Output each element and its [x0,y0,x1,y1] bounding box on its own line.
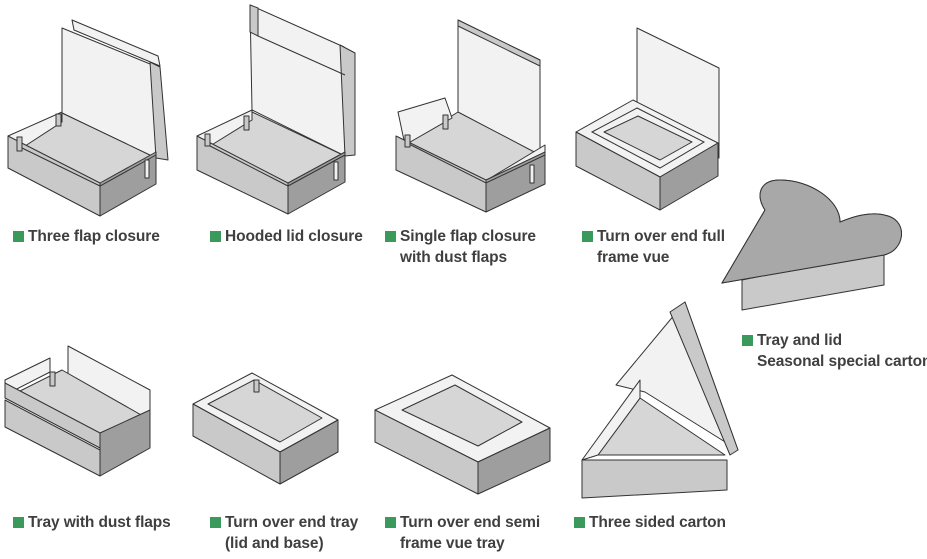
green-bullet-icon [385,517,396,528]
three-sided-carton-illustration [581,301,739,499]
green-bullet-icon [210,517,221,528]
tray-with-dust-flaps-illustration [4,345,151,477]
hooded-lid-closure-illustration [196,4,356,215]
caption-turn-over-end-semi-frame-vue-tray: Turn over end semi frame vue tray [385,512,540,554]
green-bullet-icon [210,231,221,242]
caption-single-flap-closure: Single flap closure with dust flaps [385,226,536,268]
caption-hooded-lid-closure: Hooded lid closure [210,226,363,247]
single-flap-closure-illustration [395,19,546,213]
caption-three-sided-carton: Three sided carton [574,512,726,533]
caption-turn-over-end-tray: Turn over end tray (lid and base) [210,512,358,554]
caption-tray-and-lid: Tray and lid Seasonal special carton [742,330,927,372]
caption-tray-with-dust-flaps: Tray with dust flaps [13,512,171,533]
caption-turn-over-end-full-frame-vue: Turn over end full frame vue [582,226,725,268]
green-bullet-icon [13,517,24,528]
green-bullet-icon [13,231,24,242]
three-flap-closure-illustration [7,19,169,217]
caption-three-flap-closure: Three flap closure [13,226,160,247]
green-bullet-icon [385,231,396,242]
green-bullet-icon [582,231,593,242]
green-bullet-icon [574,517,585,528]
turn-over-end-tray-illustration [192,372,339,485]
turn-over-end-semi-frame-vue-tray-illustration [374,374,551,495]
green-bullet-icon [742,335,753,346]
tray-and-lid-illustration [721,179,902,311]
turn-over-end-full-frame-vue-illustration [575,27,720,211]
